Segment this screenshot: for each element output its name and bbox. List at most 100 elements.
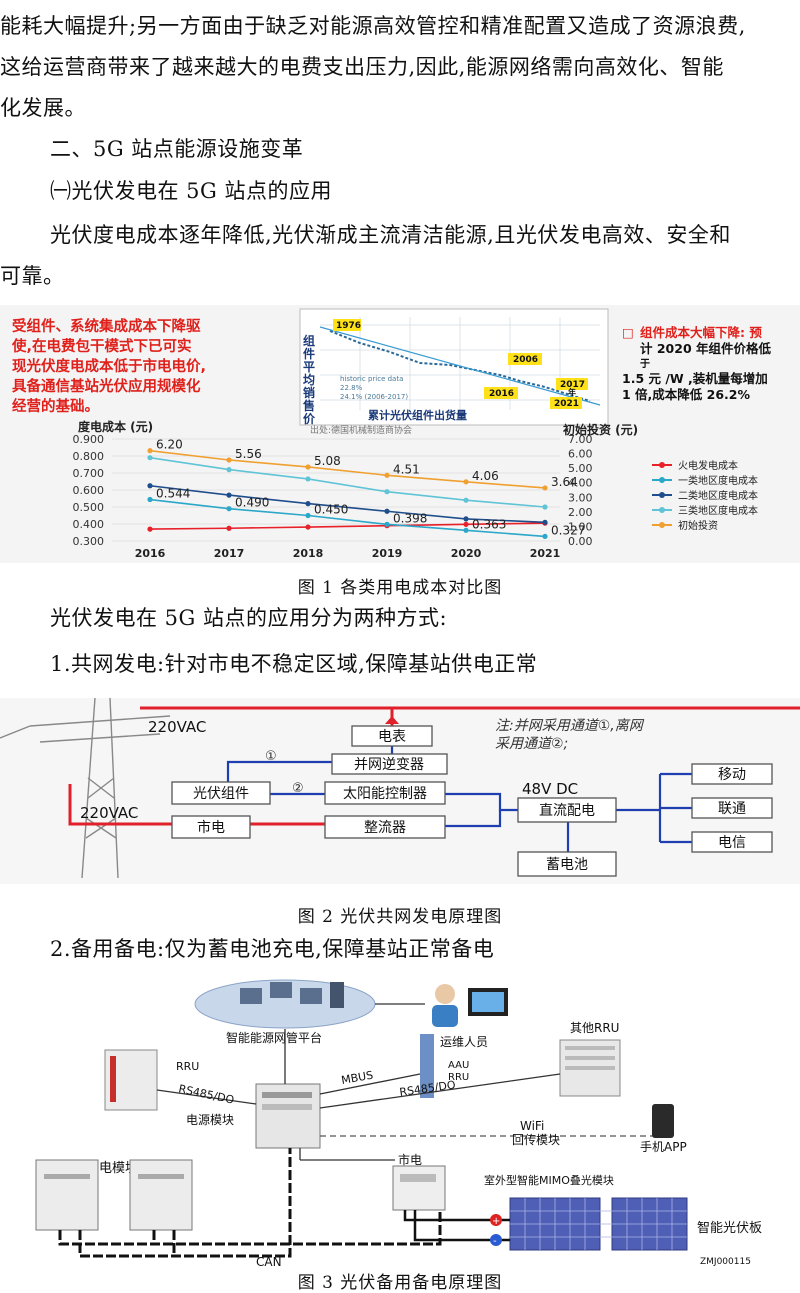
figure-3: 智能能源网管平台 运维人员 AAU RRU 其他RRU RRU xyxy=(0,974,800,1270)
box-mains xyxy=(171,815,251,839)
y-tick-label: 0.400 xyxy=(73,518,105,531)
x-tick-label: 2017 xyxy=(214,547,245,560)
series-point xyxy=(542,533,548,540)
figure-1-canvas: 受组件、系统集成成本下降驱 使,在电费包干模式下已可实 现光伏度电成本低于市电电… xyxy=(11,308,771,560)
figure-3-canvas: 智能能源网管平台 运维人员 AAU RRU 其他RRU RRU xyxy=(35,979,762,1269)
figure-1: 受组件、系统集成成本下降驱 使,在电费包干模式下已可实 现光伏度电成本低于市电电… xyxy=(0,305,800,563)
x-tick-label: 2016 xyxy=(135,547,166,560)
series-line xyxy=(149,522,546,530)
series-point xyxy=(542,504,548,510)
note-line-1: 注:并网采用通道①,离网 xyxy=(495,718,645,734)
dc-voltage: 48V DC xyxy=(522,780,578,798)
year-tag-1976 xyxy=(333,319,361,331)
battery-label: 蓄电池 xyxy=(546,857,588,873)
series-point xyxy=(226,457,232,463)
mains-label: 市电 xyxy=(398,1152,422,1167)
lithium-module-icon xyxy=(35,1159,193,1231)
chart-y2-ticks: 7.006.005.004.003.002.001.000.00 xyxy=(568,433,593,548)
data-label: 0.363 xyxy=(472,517,506,531)
year-tag-2021 xyxy=(550,397,582,409)
minus-label: - xyxy=(493,1236,497,1247)
year-tag-1976-text: 1976 xyxy=(336,321,361,331)
data-label: 0.327 xyxy=(551,523,585,537)
figure-2-caption: 图 2 光伏共网发电原理图 xyxy=(297,907,503,927)
paragraph-1-line-3: 化发展。 xyxy=(0,96,86,120)
wifi-label: WiFi xyxy=(520,1119,544,1133)
arrow-up-icon xyxy=(385,716,399,724)
y2-tick-label: 6.00 xyxy=(568,448,593,461)
legend-entry: 火电发电成本 xyxy=(678,459,738,472)
inset-legend-2: 22.8% xyxy=(340,384,363,392)
plus-terminal-icon xyxy=(490,1214,502,1226)
box-grid-inverter xyxy=(331,753,448,775)
left-note-line-1: 受组件、系统集成成本下降驱 xyxy=(12,317,201,335)
year-tag-2006-text: 2006 xyxy=(513,355,538,365)
series-point xyxy=(463,521,469,527)
paragraph-1-line-1: 能耗大幅提升;另一方面由于缺乏对能源高效管控和精准配置又造成了资源浪费, xyxy=(0,14,746,38)
series-point xyxy=(147,526,153,532)
paragraph-1: 能耗大幅提升;另一方面由于缺乏对能源高效管控和精准配置又造成了资源浪费, 这给运… xyxy=(0,6,800,129)
aau-rru-label: RRU xyxy=(448,1072,469,1083)
chart-series xyxy=(147,448,548,540)
y2-tick-label: 0.00 xyxy=(568,535,593,548)
fig3-wiring xyxy=(156,1029,561,1109)
data-label: 5.56 xyxy=(235,447,262,461)
figure-2-canvas: 220VAC 220VAC 注:并网采用通道①,离网 采用通道②; ① ② 48… xyxy=(0,697,800,879)
figure-3-caption: 图 3 光伏备用备电原理图 xyxy=(297,1273,503,1293)
figure-2: 220VAC 220VAC 注:并网采用通道①,离网 采用通道②; ① ② 48… xyxy=(0,697,800,884)
series-point xyxy=(384,489,390,495)
channel-1: ① xyxy=(265,749,277,764)
series-point xyxy=(305,464,311,470)
paragraph-2-line-2: 可靠。 xyxy=(0,264,65,288)
inset-ylabel-char: 售 xyxy=(303,398,315,413)
paragraph-2-line-1: 光伏度电成本逐年降低,光伏渐成主流清洁能源,且光伏发电高效、安全和 xyxy=(50,223,731,247)
data-label: 3.64 xyxy=(551,475,578,489)
wifi-module-label: 回传模块 xyxy=(512,1132,560,1147)
paragraph-2: 光伏度电成本逐年降低,光伏渐成主流清洁能源,且光伏发电高效、安全和 可靠。 xyxy=(0,215,800,297)
inset-chart: historic price data 22.8% 24.1% (2006-20… xyxy=(299,308,609,436)
series-point xyxy=(463,497,469,503)
aau-icon xyxy=(420,1034,434,1098)
dc-wiring xyxy=(226,744,692,852)
rectifier-label: 整流器 xyxy=(364,820,406,836)
data-label: 0.544 xyxy=(156,487,190,501)
legend-marker xyxy=(659,507,665,513)
other-rru-label: 其他RRU xyxy=(570,1021,619,1035)
right-note-line-5: 1 倍,成本降低 26.2% xyxy=(622,387,750,402)
x-tick-label: 2019 xyxy=(372,547,403,560)
can-label: CAN xyxy=(256,1255,282,1269)
series-point xyxy=(305,501,311,507)
series-point xyxy=(226,467,232,473)
inset-title: 累计光伏组件出货量 xyxy=(368,408,467,422)
box-solar-controller xyxy=(324,781,446,805)
series-point xyxy=(226,525,232,531)
right-note-line-4: 1.5 元 /W ,装机量每增加 xyxy=(622,371,768,386)
grid-inverter-label: 并网逆变器 xyxy=(354,757,424,773)
x-tick-label: 2020 xyxy=(451,547,482,560)
series-point xyxy=(384,521,390,527)
box-mobile xyxy=(691,763,773,785)
right-note-bullet: □ xyxy=(622,325,634,340)
y2-tick-label: 1.00 xyxy=(568,520,593,533)
series-point xyxy=(542,485,548,491)
box-meter xyxy=(351,725,433,747)
operator-icon xyxy=(432,984,508,1027)
rs485-left-label: RS485/DO xyxy=(177,1082,235,1107)
ops-label: 运维人员 xyxy=(440,1035,488,1049)
y-tick-label: 0.800 xyxy=(73,450,105,463)
lithium-label: 锂电模块 xyxy=(86,1161,138,1176)
series-point xyxy=(305,512,311,519)
plus-label: + xyxy=(492,1216,500,1227)
box-dc-distribution xyxy=(517,797,617,823)
chart-y2label: 初始投资 (元) xyxy=(563,422,638,437)
legend-marker xyxy=(659,522,665,528)
y2-tick-label: 2.00 xyxy=(568,506,593,519)
series-point xyxy=(463,527,469,533)
series-line xyxy=(149,498,546,538)
inset-source: 出处:德国机械制造商协会 xyxy=(310,424,412,436)
series-point xyxy=(384,472,390,478)
phone-icon xyxy=(652,1104,674,1138)
series-line xyxy=(149,449,546,489)
mbus-label: MBUS xyxy=(340,1069,374,1087)
